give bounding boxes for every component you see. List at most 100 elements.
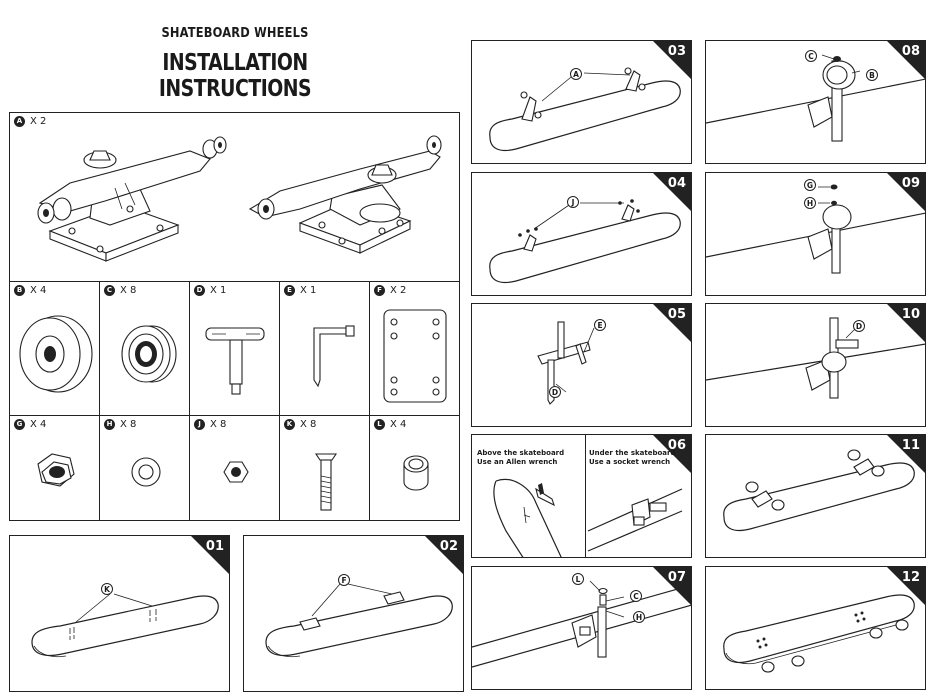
part-qty: X 1 <box>300 285 317 296</box>
step-number: 02 <box>439 539 458 554</box>
step-09-panel: 09 G H <box>705 172 926 296</box>
note-above-tool: Use an Allen wrench <box>477 458 558 466</box>
step-number: 12 <box>901 570 920 585</box>
step-03-panel: 03 A <box>471 40 692 164</box>
note-above-title: Above the skateboard <box>477 449 565 457</box>
callout-f: F <box>338 574 350 586</box>
note-under-tool: Use a socket wrench <box>589 458 671 466</box>
callout-c: C <box>630 590 642 602</box>
step-08-panel: 08 C B <box>705 40 926 164</box>
wheel-install-illustration <box>472 580 691 668</box>
deck-illustration <box>265 583 453 658</box>
callout-k: K <box>101 583 113 595</box>
part-letter: E <box>284 285 295 296</box>
callout-g: G <box>804 179 816 191</box>
part-l-cell: L X 4 <box>370 416 459 520</box>
step-number: 07 <box>667 570 686 585</box>
step-05-panel: 05 E D <box>471 303 692 427</box>
part-qty: X 1 <box>210 285 227 296</box>
part-k-cell: K X 8 <box>280 416 370 520</box>
part-d-cell: D X 1 <box>190 282 280 416</box>
step-07-panel: 07 L C H <box>471 566 692 690</box>
part-g-cell: G X 4 <box>10 416 100 520</box>
step-number: 10 <box>901 307 920 322</box>
part-qty: X 4 <box>30 419 47 430</box>
deck-illustration <box>31 593 219 658</box>
spacer-icon <box>403 455 429 491</box>
step-number: 08 <box>901 44 920 59</box>
finished-board-illustration <box>723 594 915 673</box>
part-letter: G <box>14 419 25 430</box>
deck-with-nuts-illustration <box>489 199 681 284</box>
washer-icon <box>131 457 161 487</box>
step-number: 11 <box>901 438 920 453</box>
part-qty: X 8 <box>210 419 227 430</box>
part-j-cell: J X 8 <box>190 416 280 520</box>
callout-d: D <box>549 386 561 398</box>
part-qty: X 2 <box>30 116 47 127</box>
tightening-illustration <box>493 478 683 557</box>
callout-b: B <box>866 69 878 81</box>
step-02-panel: 02 F <box>243 535 464 692</box>
step-12-panel: 12 <box>705 566 926 690</box>
parts-panel: A X 2 <box>9 112 460 521</box>
part-qty: X 4 <box>390 419 407 430</box>
part-qty: X 8 <box>120 419 137 430</box>
part-qty: X 2 <box>390 285 407 296</box>
step-11-panel: 11 <box>705 434 926 558</box>
step-number: 03 <box>667 44 686 59</box>
callout-d: D <box>853 320 865 332</box>
bolt-icon <box>314 453 338 511</box>
truck-illustration <box>37 135 442 262</box>
allen-wrench-icon <box>313 325 355 388</box>
part-qty: X 8 <box>300 419 317 430</box>
step-10-panel: 10 D <box>705 303 926 427</box>
bearing-icon <box>121 325 177 383</box>
t-tool-icon <box>205 327 265 395</box>
hardware-nut-icon <box>223 461 249 483</box>
part-letter: J <box>194 419 205 430</box>
step-number: 01 <box>205 539 224 554</box>
tool-assembly-illustration <box>537 321 595 405</box>
part-letter: F <box>374 285 385 296</box>
page-title: INSTALLATION INSTRUCTIONS <box>158 50 312 102</box>
deck-with-trucks-illustration <box>489 67 681 152</box>
part-a-cell: A X 2 <box>10 113 459 282</box>
wheel-on-axle-illustration <box>706 54 925 142</box>
part-letter: K <box>284 419 295 430</box>
part-letter: A <box>14 116 25 127</box>
note-under-title: Under the skateboard <box>589 449 676 457</box>
part-e-cell: E X 1 <box>280 282 370 416</box>
part-letter: D <box>194 285 205 296</box>
callout-h: H <box>633 611 645 623</box>
assembled-board-top-illustration <box>723 449 915 532</box>
tighten-wheel-illustration <box>706 317 925 399</box>
subtitle: SHATEBOARD WHEELS <box>161 26 309 41</box>
part-qty: X 4 <box>30 285 47 296</box>
step-number: 04 <box>667 176 686 191</box>
callout-h: H <box>804 197 816 209</box>
part-qty: X 8 <box>120 285 137 296</box>
axle-nut-icon <box>37 453 75 487</box>
part-letter: B <box>14 285 25 296</box>
step-04-panel: 04 J <box>471 172 692 296</box>
step-number: 06 <box>667 438 686 453</box>
part-letter: H <box>104 419 115 430</box>
part-letter: C <box>104 285 115 296</box>
callout-e: E <box>594 319 606 331</box>
part-c-cell: C X 8 <box>100 282 190 416</box>
part-b-cell: B X 4 <box>10 282 100 416</box>
part-letter: L <box>374 419 385 430</box>
callout-j: J <box>567 196 579 208</box>
wheel-icon <box>19 315 93 393</box>
step-number: 09 <box>901 176 920 191</box>
callout-c: C <box>805 50 817 62</box>
part-h-cell: H X 8 <box>100 416 190 520</box>
part-f-cell: F X 2 <box>370 282 459 416</box>
riser-pad-icon <box>383 309 447 403</box>
step-01-panel: 01 K <box>9 535 230 692</box>
callout-l: L <box>572 573 584 585</box>
washer-nut-illustration <box>706 184 925 274</box>
callout-a: A <box>570 68 582 80</box>
step-number: 05 <box>667 307 686 322</box>
